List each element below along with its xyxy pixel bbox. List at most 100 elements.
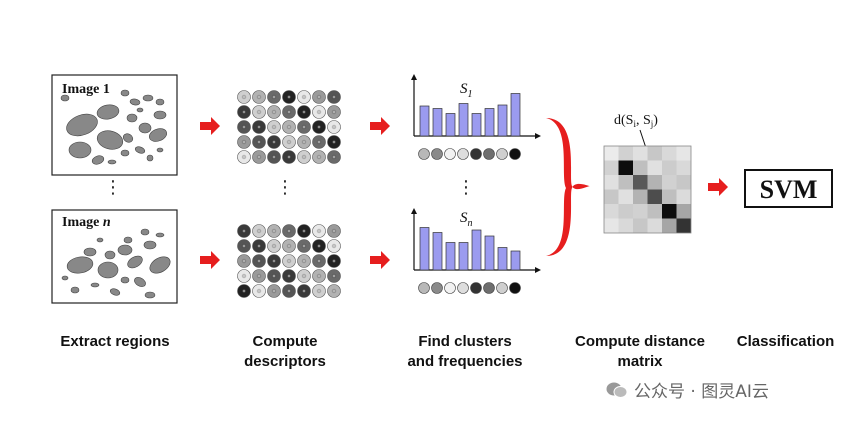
descriptor-cell-highlight <box>271 139 277 145</box>
region-blob <box>66 256 94 274</box>
region-blob <box>155 98 165 106</box>
matrix-cell <box>604 146 619 161</box>
descriptor-cell-highlight <box>316 273 322 279</box>
descriptor-cell-highlight <box>271 154 277 160</box>
descriptor-cell-highlight <box>331 228 337 234</box>
matrix-cell <box>662 146 677 161</box>
cluster-swatch <box>470 282 482 294</box>
cluster-swatch <box>483 282 495 294</box>
image-ellipsis: ⋮ <box>104 177 122 198</box>
merge-brace <box>546 118 590 256</box>
descriptor-cell-highlight <box>286 109 292 115</box>
matrix-cell <box>676 160 691 175</box>
matrix-cell <box>647 175 662 190</box>
descriptor-cell-highlight <box>256 228 262 234</box>
cluster-swatch <box>496 282 508 294</box>
region-blob <box>123 236 133 244</box>
descriptor-cell-highlight <box>256 124 262 130</box>
histogram-bar <box>445 242 456 271</box>
cluster-swatch <box>509 148 521 160</box>
matrix-cell <box>633 160 648 175</box>
descriptor-cell-highlight <box>271 94 277 100</box>
matrix-cell <box>604 160 619 175</box>
cluster-swatch <box>444 148 456 160</box>
descriptor-cell-highlight <box>316 154 322 160</box>
red-arrow-icon <box>370 117 390 135</box>
red-arrow-icon <box>200 117 220 135</box>
region-blob <box>90 282 100 288</box>
descriptor-cell-highlight <box>286 94 292 100</box>
distance-matrix <box>603 145 692 234</box>
histogram-bar <box>484 108 495 137</box>
descriptor-cell-highlight <box>286 139 292 145</box>
descriptor-cell-highlight <box>271 124 277 130</box>
region-blob <box>156 147 164 153</box>
histogram-ellipsis: ⋮ <box>457 177 475 198</box>
matrix-cell <box>604 189 619 204</box>
pipeline-arrows <box>200 117 728 269</box>
descriptor-cell-highlight <box>301 139 307 145</box>
descriptor-cell-highlight <box>256 258 262 264</box>
matrix-cell <box>633 189 648 204</box>
descriptor-cell-highlight <box>316 139 322 145</box>
region-blob <box>127 255 143 269</box>
descriptor-cell-highlight <box>241 139 247 145</box>
region-blob <box>148 128 168 142</box>
region-blob <box>83 247 97 257</box>
descriptor-cell-highlight <box>301 243 307 249</box>
cluster-swatch <box>418 282 430 294</box>
axis-arrowhead-icon <box>411 74 417 80</box>
region-blob <box>68 141 92 159</box>
matrix-cell <box>633 146 648 161</box>
histogram-bar <box>419 105 430 137</box>
descriptor-cell-highlight <box>241 258 247 264</box>
matrix-cell <box>604 175 619 190</box>
histogram-sn <box>411 208 541 294</box>
matrix-cell <box>618 204 633 219</box>
histogram-bar <box>497 247 508 271</box>
descriptor-cell-highlight <box>271 228 277 234</box>
descriptor-cell-highlight <box>271 288 277 294</box>
descriptor-cell-highlight <box>316 243 322 249</box>
matrix-cell <box>647 146 662 161</box>
region-blob <box>134 277 146 287</box>
descriptor-cell-highlight <box>271 258 277 264</box>
descriptor-cell-highlight <box>316 228 322 234</box>
matrix-label: d(Si, Sj) <box>614 113 658 129</box>
red-arrow-icon <box>200 251 220 269</box>
descriptor-cell-highlight <box>331 139 337 145</box>
descriptor-ellipsis: ⋮ <box>276 177 294 198</box>
svm-label: SVM <box>760 175 818 204</box>
matrix-cell <box>647 218 662 233</box>
axis-arrowhead-icon <box>411 208 417 214</box>
descriptor-cell-highlight <box>316 94 322 100</box>
matrix-cell <box>662 160 677 175</box>
region-blob <box>126 113 138 123</box>
descriptor-cell-highlight <box>286 154 292 160</box>
region-blob <box>120 276 130 284</box>
descriptor-grid-n <box>237 224 341 298</box>
descriptor-cell-highlight <box>256 139 262 145</box>
histogram-bar <box>458 242 469 271</box>
image-n-panel: Image n <box>51 209 178 304</box>
descriptor-cell-highlight <box>286 228 292 234</box>
region-blob <box>96 130 124 150</box>
descriptor-cell-highlight <box>331 94 337 100</box>
descriptor-cell-highlight <box>241 154 247 160</box>
descriptor-cell-highlight <box>271 273 277 279</box>
region-blob <box>117 244 133 256</box>
descriptor-cell-highlight <box>316 124 322 130</box>
matrix-cell <box>633 175 648 190</box>
region-blob <box>61 275 69 281</box>
histogram-bar <box>497 104 508 137</box>
matrix-cell <box>662 189 677 204</box>
descriptor-cell-highlight <box>241 288 247 294</box>
region-blob <box>96 237 104 243</box>
descriptor-cell-highlight <box>301 258 307 264</box>
descriptor-grid-1 <box>237 90 341 164</box>
matrix-cell <box>618 218 633 233</box>
descriptor-cell-highlight <box>331 154 337 160</box>
descriptor-cell-highlight <box>331 273 337 279</box>
matrix-cell <box>618 175 633 190</box>
